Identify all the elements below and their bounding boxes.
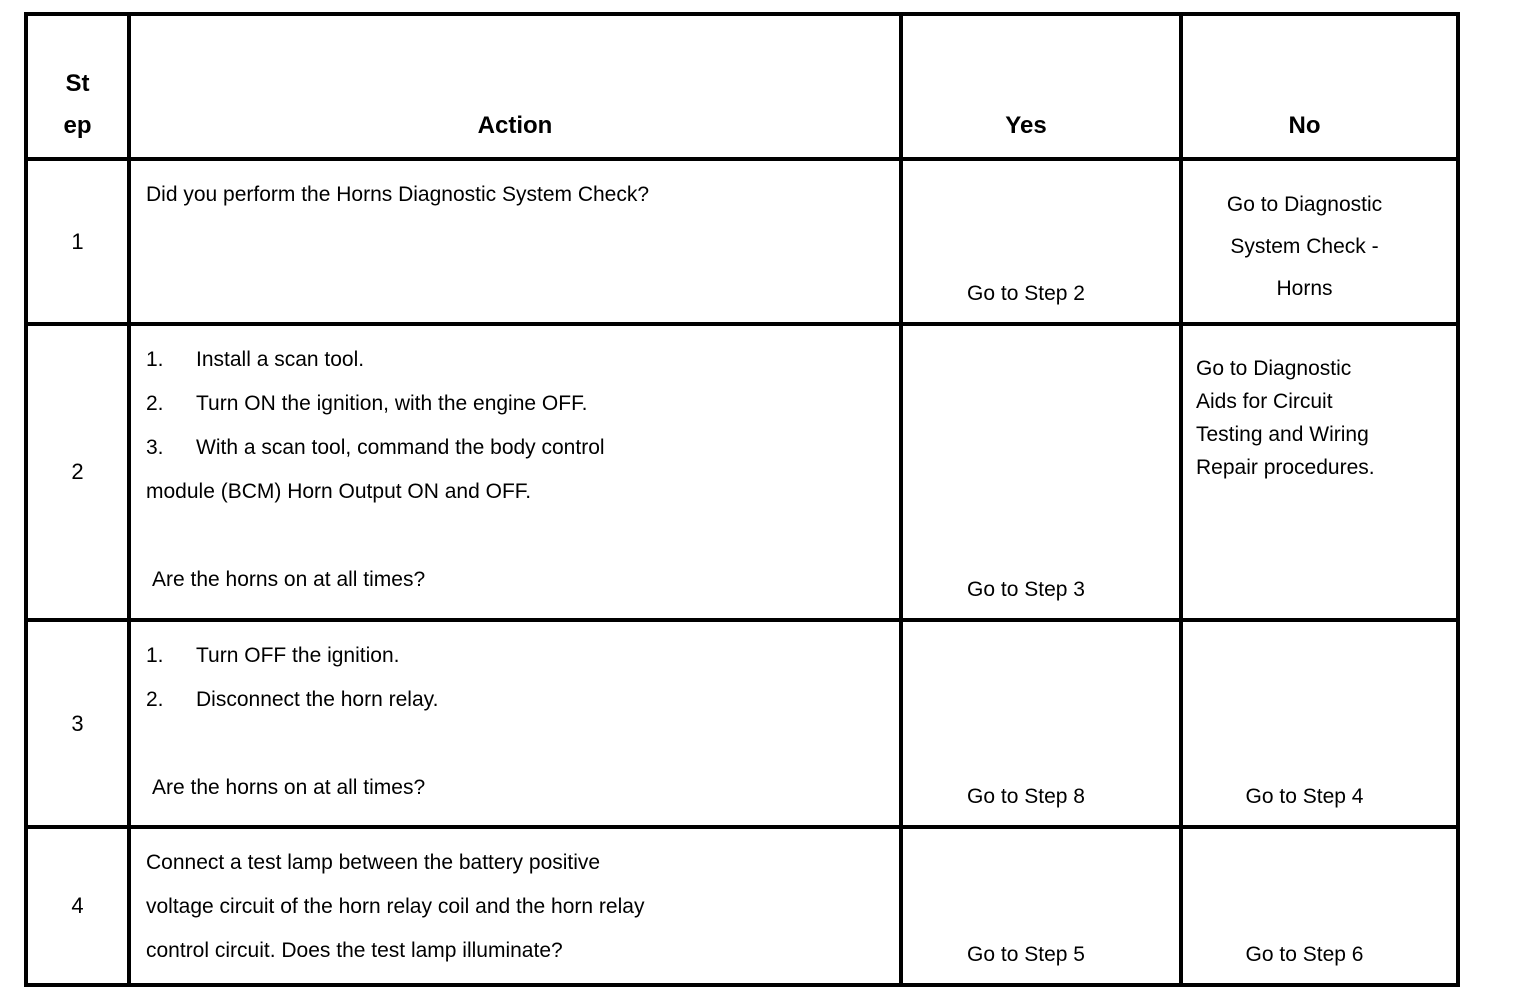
step-cell-4: 4 [28, 829, 127, 983]
goto-text: Go to Step 4 [1245, 785, 1364, 808]
question-line: Are the horns on at all times? [152, 776, 426, 799]
header-no-label: No [1288, 112, 1321, 139]
yes-cell-4: Go to Step 5 [903, 829, 1179, 983]
header-action: Action [131, 16, 899, 157]
goto-text: Go to Step 2 [967, 282, 1085, 305]
step-number: 3 [71, 710, 84, 736]
header-yes-label: Yes [1005, 112, 1047, 139]
no-cell-4: Go to Step 6 [1183, 829, 1456, 983]
action-line: control circuit. Does the test lamp illu… [146, 939, 563, 962]
list-number: 1. [146, 348, 164, 371]
no-line: Go to Diagnostic [1196, 357, 1352, 380]
no-line: Horns [1276, 277, 1333, 300]
no-cell-3: Go to Step 4 [1183, 622, 1456, 825]
action-list-item: 2. Turn ON the ignition, with the engine… [146, 382, 879, 426]
step-cell-2: 2 [28, 326, 127, 618]
step-cell-1: 1 [28, 161, 127, 322]
step-number: 2 [71, 459, 84, 484]
header-no: No [1183, 16, 1456, 157]
action-line: voltage circuit of the horn relay coil a… [146, 895, 645, 918]
blank-line [146, 722, 879, 766]
list-number: 2. [146, 688, 164, 711]
action-list-item: 1. Install a scan tool. [146, 338, 879, 382]
list-number: 1. [146, 644, 164, 667]
action-line: Did you perform the Horns Diagnostic Sys… [146, 183, 650, 206]
action-cell-3: 1. Turn OFF the ignition. 2. Disconnect … [131, 622, 899, 825]
action-list-item: 3. With a scan tool, command the body co… [146, 426, 879, 470]
no-cell-1: Go to Diagnostic System Check - Horns [1183, 161, 1456, 322]
goto-text: Go to Step 8 [967, 785, 1085, 808]
no-line: System Check - [1230, 235, 1379, 258]
header-yes: Yes [903, 16, 1179, 157]
list-number: 3. [146, 436, 164, 459]
no-line: Go to Diagnostic [1226, 193, 1383, 216]
yes-cell-3: Go to Step 8 [903, 622, 1179, 825]
action-cell-2: 1. Install a scan tool. 2. Turn ON the i… [131, 326, 899, 618]
step-cell-3: 3 [28, 622, 127, 825]
diagnostic-procedure-table: St ep Action Yes No 1 Did you perform th… [24, 12, 1460, 987]
yes-cell-1: Go to Step 2 [903, 161, 1179, 322]
action-line: Connect a test lamp between the battery … [146, 851, 601, 874]
no-line: Aids for Circuit [1196, 390, 1333, 413]
question-line: Are the horns on at all times? [152, 568, 426, 591]
step-number: 4 [71, 893, 84, 918]
blank-line [146, 514, 879, 558]
list-number: 2. [146, 392, 164, 415]
action-list-item: 2. Disconnect the horn relay. [146, 678, 879, 722]
header-action-label: Action [477, 112, 553, 139]
no-line: Testing and Wiring [1196, 423, 1369, 446]
goto-text: Go to Step 6 [1245, 943, 1364, 966]
action-cell-1: Did you perform the Horns Diagnostic Sys… [131, 161, 899, 322]
goto-text: Go to Step 3 [967, 578, 1085, 601]
header-step: St ep [28, 16, 127, 157]
action-cell-4: Connect a test lamp between the battery … [131, 829, 899, 983]
action-list-item: 1. Turn OFF the ignition. [146, 634, 879, 678]
no-line: Repair procedures. [1196, 456, 1375, 479]
action-continuation-line: module (BCM) Horn Output ON and OFF. [146, 480, 532, 503]
no-cell-2: Go to Diagnostic Aids for Circuit Testin… [1183, 326, 1456, 618]
yes-cell-2: Go to Step 3 [903, 326, 1179, 618]
header-step-label: St ep [63, 70, 92, 139]
step-number: 1 [71, 228, 84, 254]
goto-text: Go to Step 5 [967, 943, 1085, 966]
